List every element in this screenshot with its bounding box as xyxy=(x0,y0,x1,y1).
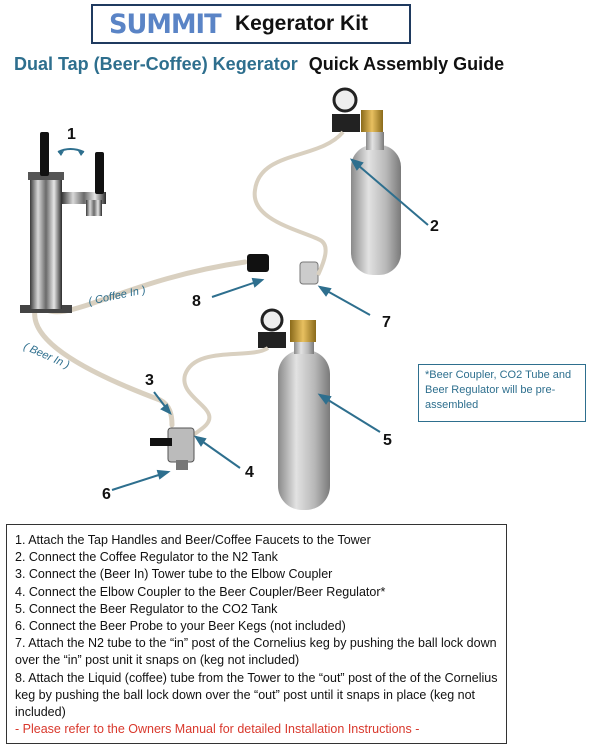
step-8: 8. Attach the Liquid (coffee) tube from … xyxy=(15,670,498,720)
step-4: 4. Connect the Elbow Coupler to the Beer… xyxy=(15,584,386,599)
product-name: Dual Tap (Beer-Coffee) Kegerator xyxy=(14,54,298,74)
step-5: 5. Connect the Beer Regulator to the CO2… xyxy=(15,601,278,616)
manual-warning: - Please refer to the Owners Manual for … xyxy=(15,722,420,737)
assembly-diagram xyxy=(20,87,429,510)
coffee-ball-lock xyxy=(247,254,319,285)
step-1: 1. Attach the Tap Handles and Beer/Coffe… xyxy=(15,533,371,547)
guide-title: Quick Assembly Guide xyxy=(308,54,505,74)
kit-title: Kegerator Kit xyxy=(235,12,369,35)
callout-4: 4 xyxy=(245,464,254,481)
step-7: 7. Attach the N2 tube to the “in” post o… xyxy=(15,636,497,668)
summit-logo: SUMMIT xyxy=(109,9,222,40)
callout-6: 6 xyxy=(102,486,111,503)
beer-coupler xyxy=(150,427,195,470)
pre-assembled-note: *Beer Coupler, CO2 Tube and Beer Regulat… xyxy=(418,364,586,422)
subtitle: Dual Tap (Beer-Coffee) Kegerator Quick A… xyxy=(14,54,504,75)
callout-5: 5 xyxy=(383,432,392,449)
coffee-tap-handle xyxy=(95,152,104,194)
callout-3: 3 xyxy=(145,372,154,389)
co2-tank xyxy=(178,308,330,510)
assembly-steps: 1. Attach the Tap Handles and Beer/Coffe… xyxy=(6,524,507,744)
step-3: 3. Connect the (Beer In) Tower tube to t… xyxy=(15,567,333,582)
callout-7: 7 xyxy=(382,314,391,331)
beer-tap-handle xyxy=(40,132,49,176)
callout-8: 8 xyxy=(192,293,201,310)
callout-1: 1 xyxy=(67,126,76,143)
dual-tap-tower xyxy=(20,132,106,313)
n2-tank xyxy=(252,87,401,276)
step-2: 2. Connect the Coffee Regulator to the N… xyxy=(15,550,278,565)
step-6: 6. Connect the Beer Probe to your Beer K… xyxy=(15,619,346,634)
header-box: SUMMIT Kegerator Kit xyxy=(91,4,411,44)
callout-arrows xyxy=(111,158,429,491)
beer-in-tube xyxy=(32,307,175,428)
callout-2: 2 xyxy=(430,218,439,235)
